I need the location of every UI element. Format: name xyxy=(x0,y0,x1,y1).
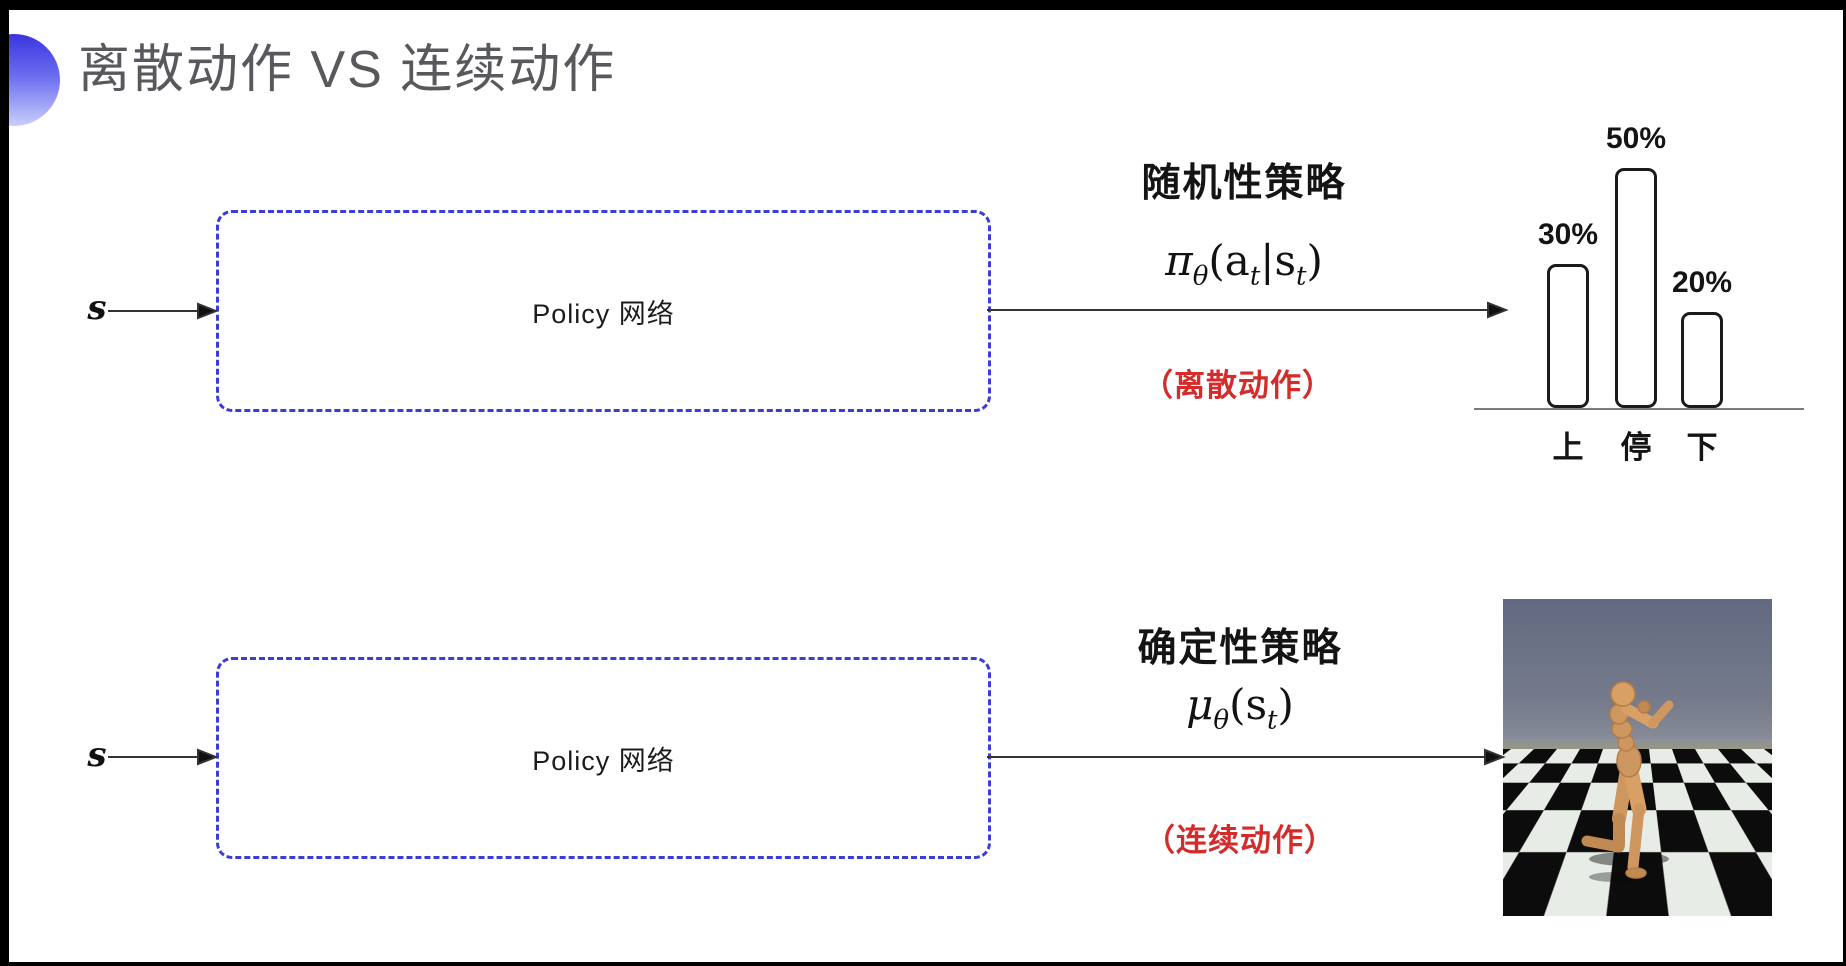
frame-border-bottom xyxy=(0,962,1846,966)
state-input-label-row1: s xyxy=(87,288,107,328)
deterministic-policy-formula: μθ(st) xyxy=(1030,680,1450,735)
formula-subscript: t xyxy=(1296,261,1307,292)
formula-subscript: t xyxy=(1249,261,1261,292)
formula-part: |s xyxy=(1260,236,1297,285)
formula-symbol: μ xyxy=(1186,680,1214,729)
bar-value-label: 20% xyxy=(1671,266,1733,299)
formula-part: (s xyxy=(1229,680,1268,729)
deterministic-policy-title: 确定性策略 xyxy=(1137,627,1343,670)
probability-bar xyxy=(1547,264,1589,408)
discrete-action-note: （离散动作） xyxy=(1142,368,1334,403)
probability-bar xyxy=(1681,312,1723,408)
sim-horizon xyxy=(1503,739,1772,755)
frame-border-top xyxy=(0,0,1846,10)
formula-part: ) xyxy=(1306,236,1323,285)
humanoid-robot-figure xyxy=(1581,681,1674,882)
sim-floor-reflection xyxy=(1533,869,1693,909)
stochastic-policy-title: 随机性策略 xyxy=(1141,162,1347,205)
sim-sky xyxy=(1503,599,1772,751)
bar-value-label: 50% xyxy=(1605,122,1667,155)
bar-value-label: 30% xyxy=(1537,218,1599,251)
formula-symbol: π xyxy=(1165,236,1193,285)
policy-network-label-row1: Policy 网络 xyxy=(532,298,675,329)
continuous-action-note: （连续动作） xyxy=(1144,823,1336,858)
probability-bar xyxy=(1615,168,1657,408)
frame-border-right xyxy=(1843,0,1846,966)
action-probability-bar-chart: 30% 50% 20% 上 停 下 xyxy=(1474,98,1804,465)
category-label-up: 上 xyxy=(1552,430,1584,465)
formula-part: ) xyxy=(1277,680,1294,729)
policy-network-box-row1: Policy 网络 xyxy=(216,210,991,412)
stochastic-policy-formula: πθ(at|st) xyxy=(1034,236,1454,291)
policy-network-label-row2: Policy 网络 xyxy=(532,745,675,776)
formula-subscript: t xyxy=(1267,705,1278,736)
bar-group: 30% xyxy=(1526,218,1610,408)
humanoid-simulation-image xyxy=(1503,599,1772,916)
formula-subscript: θ xyxy=(1192,261,1209,292)
page-title: 离散动作 VS 连续动作 xyxy=(78,41,617,99)
bar-group: 20% xyxy=(1660,266,1744,408)
formula-part: (a xyxy=(1208,236,1250,285)
bar-group: 50% xyxy=(1594,122,1678,408)
frame-border-left xyxy=(0,0,9,966)
title-bullet-icon xyxy=(0,34,60,126)
category-label-down: 下 xyxy=(1686,430,1718,465)
policy-network-box-row2: Policy 网络 xyxy=(216,657,991,859)
formula-subscript: θ xyxy=(1213,705,1230,736)
category-label-stop: 停 xyxy=(1620,430,1652,465)
state-input-label-row2: s xyxy=(87,735,107,775)
chart-baseline-axis xyxy=(1474,408,1804,410)
